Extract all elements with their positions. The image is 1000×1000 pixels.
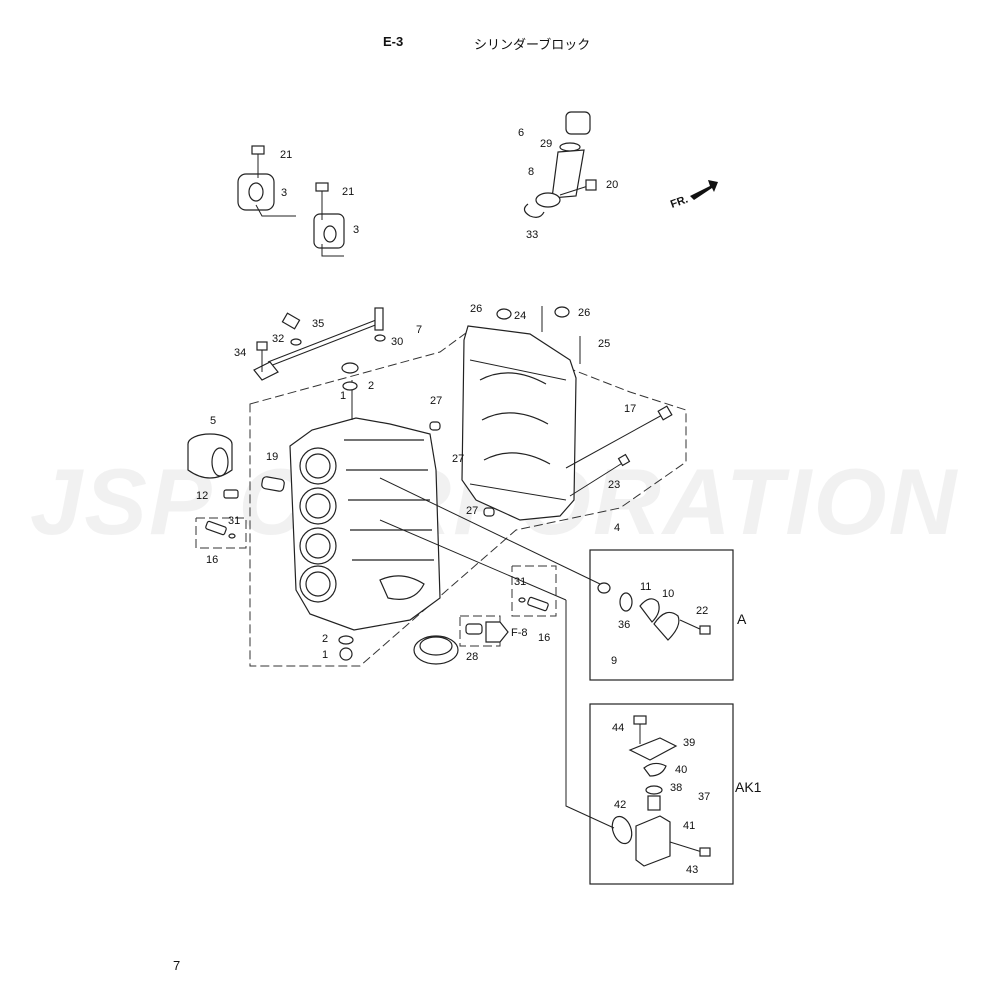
callout-31: 31 [228,515,240,527]
sensor-right [511,565,557,617]
callout-37: 37 [698,791,710,803]
callout-43: 43 [686,864,698,876]
callout-34: 34 [234,347,246,359]
callout-16: 16 [206,554,218,566]
callout-27-2: 27 [452,453,464,465]
bracket-right [313,182,345,257]
callout-39: 39 [683,737,695,749]
callout-33: 33 [526,229,538,241]
detail-box-a [589,549,734,681]
callout-38: 38 [670,782,682,794]
callout-21: 21 [280,149,292,161]
callout-4: 4 [614,522,620,534]
oil-filler-assembly [523,111,597,218]
callout-3: 3 [281,187,287,199]
assembly-outline [249,329,687,667]
callout-25: 25 [598,338,610,350]
callout-20: 20 [606,179,618,191]
bracket-left [237,145,296,217]
crankcase-bolts [565,405,673,497]
callout-labels: 1122334567891011121616171920212122232425… [196,127,710,876]
diagram-title: シリンダーブロック [474,37,591,52]
callout-9: 9 [611,655,617,667]
f8-reference [459,615,509,647]
guide-tube-assembly [253,307,386,381]
callout-7: 7 [416,324,422,336]
callout-41: 41 [683,820,695,832]
detail-label-ak1: AK1 [735,779,762,795]
callout-19: 19 [266,451,278,463]
callout-23: 23 [608,479,620,491]
callout-31-2: 31 [514,576,526,588]
callout-24: 24 [514,310,526,322]
oil-seal [413,635,459,665]
front-direction-label: FR. [669,193,690,210]
oil-filter [187,433,233,479]
callout-10: 10 [662,588,674,600]
callout-1: 1 [340,390,346,402]
callout-44: 44 [612,722,624,734]
callout-2: 2 [368,380,374,392]
callout-6: 6 [518,127,524,139]
callout-22: 22 [696,605,708,617]
callout-29: 29 [540,138,552,150]
callout-5: 5 [210,415,216,427]
sensor-left [195,489,247,549]
detail-box-ak1 [589,703,734,885]
callout-12: 12 [196,490,208,502]
front-direction-arrow [690,180,718,200]
detail-label-a: A [737,611,747,627]
callout-3-2: 3 [353,224,359,236]
diagram-code: E-3 [383,34,404,49]
callout-11: 11 [640,581,651,593]
callout-36: 36 [618,619,630,631]
page-number: 7 [173,958,181,973]
cylinder-block [289,362,441,661]
union-fitting [261,476,285,492]
callout-35: 35 [312,318,324,330]
reference-label: F-8 [511,627,528,639]
callout-17: 17 [624,403,636,415]
callout-40: 40 [675,764,687,776]
callout-1-2: 1 [322,649,328,661]
callout-21-2: 21 [342,186,354,198]
callout-27: 27 [430,395,442,407]
callout-16-2: 16 [538,632,550,644]
callout-32: 32 [272,333,284,345]
callout-42: 42 [614,799,626,811]
callout-8: 8 [528,166,534,178]
callout-28: 28 [466,651,478,663]
crankcase [429,306,581,521]
callout-2-2: 2 [322,633,328,645]
callout-26-2: 26 [578,307,590,319]
callout-27-3: 27 [466,505,478,517]
callout-26: 26 [470,303,482,315]
callout-30: 30 [391,336,403,348]
